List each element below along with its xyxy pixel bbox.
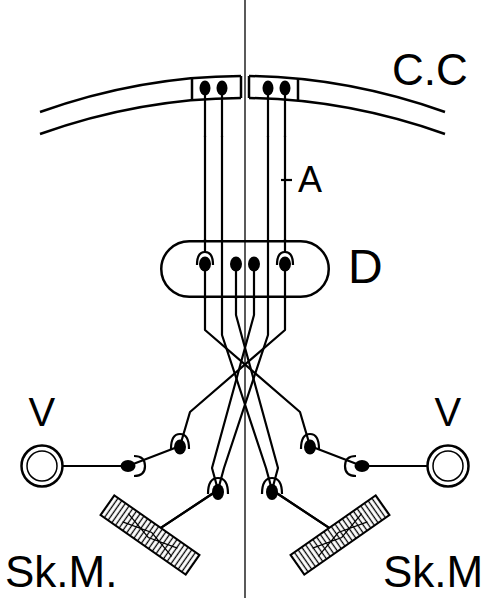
cortex-band-label: C.C xyxy=(392,48,468,92)
part-label: A xyxy=(298,162,322,198)
neuron-body xyxy=(279,257,291,272)
neuron-body xyxy=(263,81,274,96)
organ-outline xyxy=(428,446,469,487)
visceral-organ-shape xyxy=(20,444,64,488)
nerve-fiber xyxy=(222,136,329,528)
visceral-organ: V xyxy=(426,444,470,488)
skeletal-muscle: Sk.M. xyxy=(100,495,200,575)
muscle-fibre xyxy=(123,514,178,557)
visceral-organ-shape xyxy=(426,444,470,488)
skeletal-muscle-label: Sk.M. xyxy=(5,550,117,594)
skeletal-muscle-shape xyxy=(290,495,390,575)
nucleus-outline xyxy=(161,241,329,297)
nerve-fiber xyxy=(284,136,286,240)
cortex-arc xyxy=(249,98,445,134)
nerve-fiber xyxy=(161,136,268,528)
axon xyxy=(205,270,285,299)
cortical-cells xyxy=(200,81,291,96)
cortex-band: C.C xyxy=(38,60,447,136)
tick-mark xyxy=(281,179,292,181)
visceral-organ-label: V xyxy=(435,392,462,432)
cortex-outline xyxy=(40,76,445,134)
muscle-bar xyxy=(291,495,390,574)
nuclear-cells xyxy=(121,257,370,501)
nucleus-outline: D xyxy=(160,240,330,298)
muscle-hatching xyxy=(291,495,390,574)
nucleus-outline-label: D xyxy=(348,243,383,291)
skeletal-muscle: Sk.M xyxy=(290,495,390,575)
skeletal-muscle-label: Sk.M xyxy=(383,550,483,594)
neuron-body xyxy=(280,81,291,96)
muscle-fibre xyxy=(313,514,368,557)
axon-stubs xyxy=(134,94,356,494)
nucleus-outline-shape xyxy=(160,240,330,298)
midline xyxy=(244,0,245,598)
organ-outline xyxy=(22,446,63,487)
organ-inner xyxy=(27,451,57,481)
cortex-arc xyxy=(40,98,241,134)
visceral-organ: V xyxy=(20,444,64,488)
neuron-body xyxy=(248,257,260,272)
neuron-body xyxy=(200,81,211,96)
neuron-body xyxy=(230,257,242,272)
organ-inner xyxy=(433,451,463,481)
axon xyxy=(205,94,285,137)
neuron-body xyxy=(217,81,228,96)
nerve-fiber xyxy=(236,298,329,528)
visceral-organ-label: V xyxy=(29,392,56,432)
neuron-body xyxy=(199,257,211,272)
nerve-fiber xyxy=(204,136,206,240)
cortex-divider xyxy=(192,76,298,101)
cortex-band-shape xyxy=(38,60,447,136)
